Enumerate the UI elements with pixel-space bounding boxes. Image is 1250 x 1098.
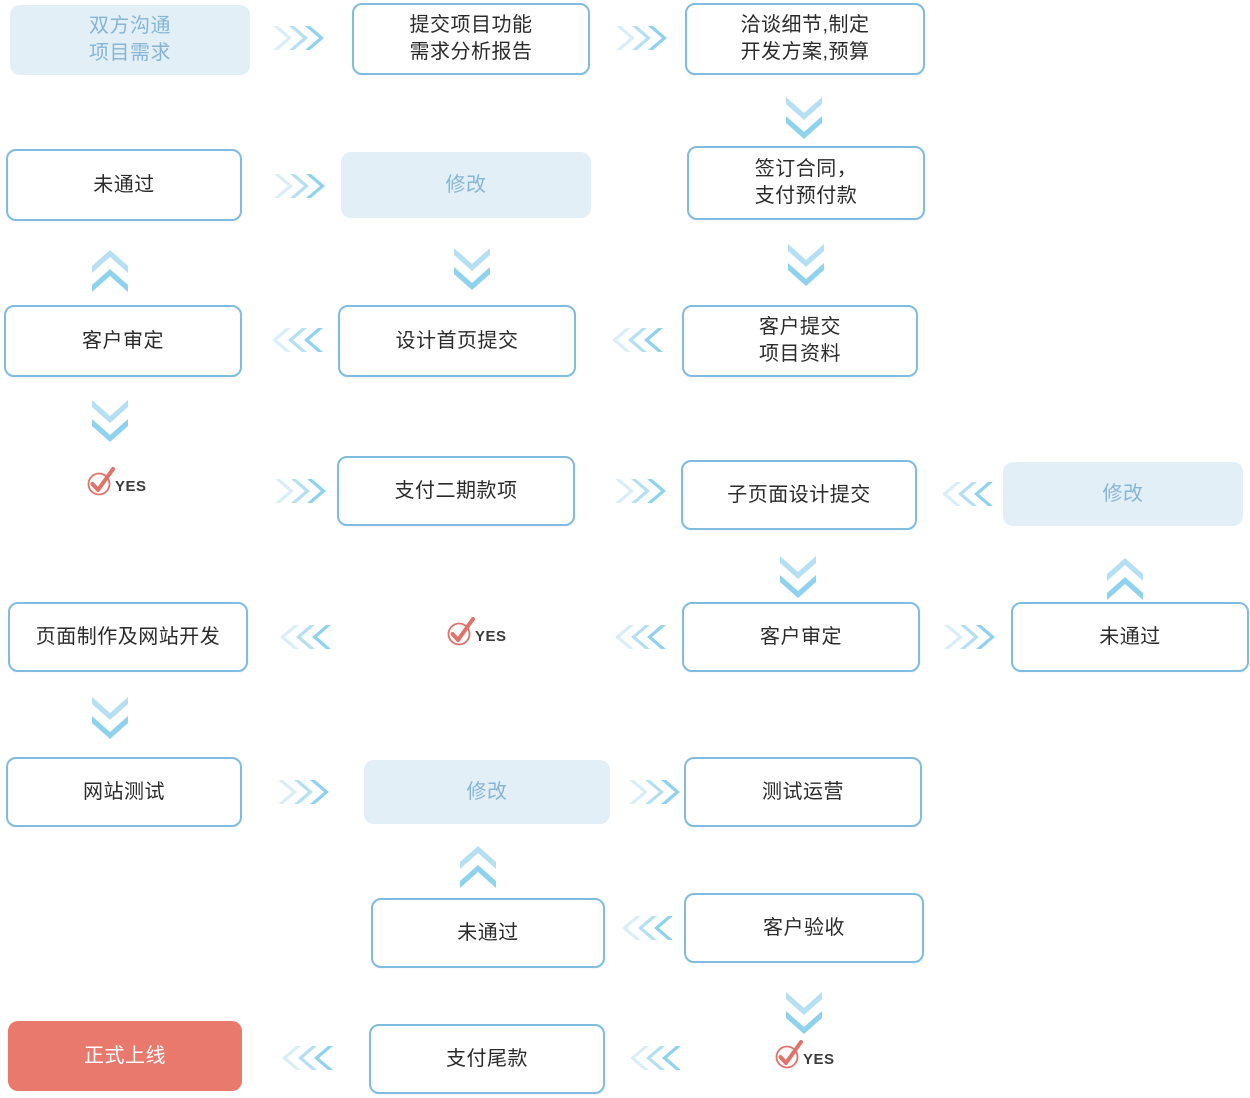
flow-node-n12[interactable]: 修改 (1003, 462, 1243, 526)
chevron-left-icon (277, 1038, 337, 1078)
flow-node-label: 支付二期款项 (394, 479, 518, 502)
flow-node-label: 网站测试 (83, 780, 165, 803)
chevron-right-icon (274, 772, 334, 812)
flow-node-label: 未通过 (1099, 625, 1161, 648)
flow-node-n8[interactable]: 设计首页提交 (338, 305, 576, 377)
flow-node-label: 客户审定 (82, 329, 164, 352)
yes-label: YES (475, 628, 507, 645)
flow-node-label: 双方沟通 项目需求 (89, 15, 171, 64)
flow-node-n19[interactable]: 未通过 (371, 898, 605, 968)
flow-node-label: 客户提交 项目资料 (759, 316, 841, 365)
flow-node-n1[interactable]: 双方沟通 项目需求 (10, 5, 250, 75)
chevron-up-icon (1101, 552, 1149, 604)
flow-node-n17[interactable]: 修改 (364, 760, 610, 824)
chevron-up-icon (86, 244, 134, 296)
flow-node-n15[interactable]: 未通过 (1011, 602, 1249, 672)
yes-label: YES (803, 1051, 835, 1068)
flow-node-n14[interactable]: 客户审定 (682, 602, 920, 672)
chevron-right-icon (612, 18, 672, 58)
chevron-right-icon (940, 617, 1000, 657)
chevron-up-icon (454, 840, 502, 892)
chevron-right-icon (611, 471, 671, 511)
flow-node-label: 修改 (445, 173, 487, 196)
flow-node-n20[interactable]: 客户验收 (684, 893, 924, 963)
yes-label: YES (115, 478, 147, 495)
flow-node-label: 修改 (1102, 482, 1144, 505)
chevron-down-icon (448, 244, 496, 296)
chevron-left-icon (267, 320, 327, 360)
chevron-down-icon (782, 240, 830, 292)
flow-node-label: 提交项目功能 需求分析报告 (409, 14, 533, 63)
chevron-right-icon (271, 471, 331, 511)
chevron-down-icon (774, 552, 822, 604)
chevron-left-icon (610, 617, 670, 657)
flow-node-n7[interactable]: 客户审定 (4, 305, 242, 377)
chevron-down-icon (780, 988, 828, 1040)
flow-node-label: 客户验收 (763, 916, 845, 939)
flow-node-label: 洽谈细节,制定 开发方案,预算 (740, 14, 870, 63)
flow-node-label: 设计首页提交 (395, 329, 519, 352)
flow-node-n5[interactable]: 修改 (341, 152, 591, 218)
chevron-right-icon (270, 166, 330, 206)
check-circle-icon (772, 1038, 806, 1072)
check-circle-icon (444, 615, 478, 649)
flow-node-n18[interactable]: 测试运营 (684, 757, 922, 827)
flow-node-n11[interactable]: 子页面设计提交 (681, 460, 917, 530)
chevron-left-icon (617, 908, 677, 948)
flow-node-label: 页面制作及网站开发 (35, 625, 221, 648)
flow-node-n2[interactable]: 提交项目功能 需求分析报告 (352, 3, 590, 75)
flow-node-label: 支付尾款 (446, 1047, 528, 1070)
flow-node-n4[interactable]: 未通过 (6, 149, 242, 221)
chevron-down-icon (780, 93, 828, 145)
flow-node-label: 签订合同， 支付预付款 (754, 158, 858, 207)
chevron-left-icon (625, 1038, 685, 1078)
flow-node-label: 未通过 (457, 921, 519, 944)
chevron-left-icon (275, 617, 335, 657)
chevron-down-icon (86, 396, 134, 448)
flow-node-n22[interactable]: 支付尾款 (369, 1024, 605, 1094)
flow-node-n16[interactable]: 网站测试 (6, 757, 242, 827)
flow-node-n3[interactable]: 洽谈细节,制定 开发方案,预算 (685, 3, 925, 75)
yes-badge: YES (444, 615, 507, 649)
yes-badge: YES (84, 465, 147, 499)
flow-node-n13[interactable]: 页面制作及网站开发 (8, 602, 248, 672)
chevron-right-icon (269, 18, 329, 58)
chevron-left-icon (937, 474, 997, 514)
flow-node-label: 测试运营 (762, 780, 844, 803)
yes-badge: YES (772, 1038, 835, 1072)
chevron-left-icon (607, 320, 667, 360)
chevron-down-icon (86, 693, 134, 745)
flow-node-label: 客户审定 (760, 625, 842, 648)
flow-node-label: 未通过 (93, 173, 155, 196)
chevron-right-icon (625, 772, 685, 812)
flow-node-n6[interactable]: 签订合同， 支付预付款 (687, 146, 925, 220)
flow-node-label: 正式上线 (84, 1044, 166, 1067)
flow-node-n21[interactable]: 正式上线 (8, 1021, 242, 1091)
flow-node-n9[interactable]: 客户提交 项目资料 (682, 305, 918, 377)
flow-node-label: 修改 (466, 780, 508, 803)
check-circle-icon (84, 465, 118, 499)
flow-node-label: 子页面设计提交 (727, 483, 871, 506)
flow-node-n10[interactable]: 支付二期款项 (337, 456, 575, 526)
